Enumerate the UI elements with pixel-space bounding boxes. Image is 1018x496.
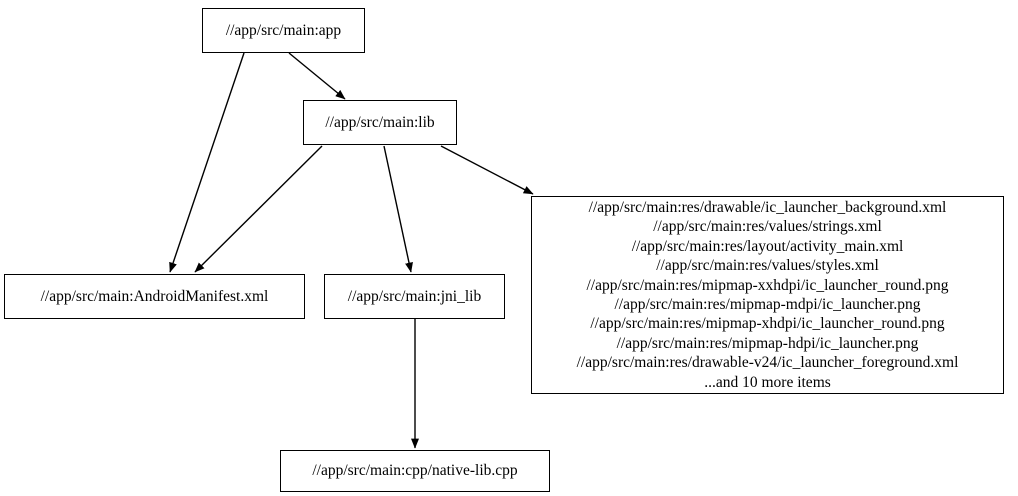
- node-resources-group[interactable]: //app/src/main:res/drawable/ic_launcher_…: [531, 196, 1004, 394]
- node-jni-lib[interactable]: //app/src/main:jni_lib: [324, 274, 505, 319]
- edge-lib-to-manifest: [194, 145, 323, 273]
- node-android-manifest-label: //app/src/main:AndroidManifest.xml: [40, 287, 269, 305]
- node-android-manifest[interactable]: //app/src/main:AndroidManifest.xml: [4, 274, 305, 319]
- node-native-lib-cpp[interactable]: //app/src/main:cpp/native-lib.cpp: [280, 450, 550, 492]
- node-jni-lib-label: //app/src/main:jni_lib: [347, 287, 482, 305]
- node-lib[interactable]: //app/src/main:lib: [303, 100, 457, 145]
- node-native-lib-cpp-label: //app/src/main:cpp/native-lib.cpp: [312, 462, 518, 480]
- node-app[interactable]: //app/src/main:app: [202, 8, 365, 53]
- node-app-label: //app/src/main:app: [225, 21, 342, 39]
- edge-app-to-manifest: [169, 52, 245, 273]
- node-lib-label: //app/src/main:lib: [325, 113, 435, 131]
- edge-lib-to-jni-lib: [383, 145, 413, 273]
- node-resources-group-label: //app/src/main:res/drawable/ic_launcher_…: [576, 198, 959, 391]
- edge-app-to-lib: [288, 52, 346, 100]
- edge-lib-to-resources: [440, 145, 534, 195]
